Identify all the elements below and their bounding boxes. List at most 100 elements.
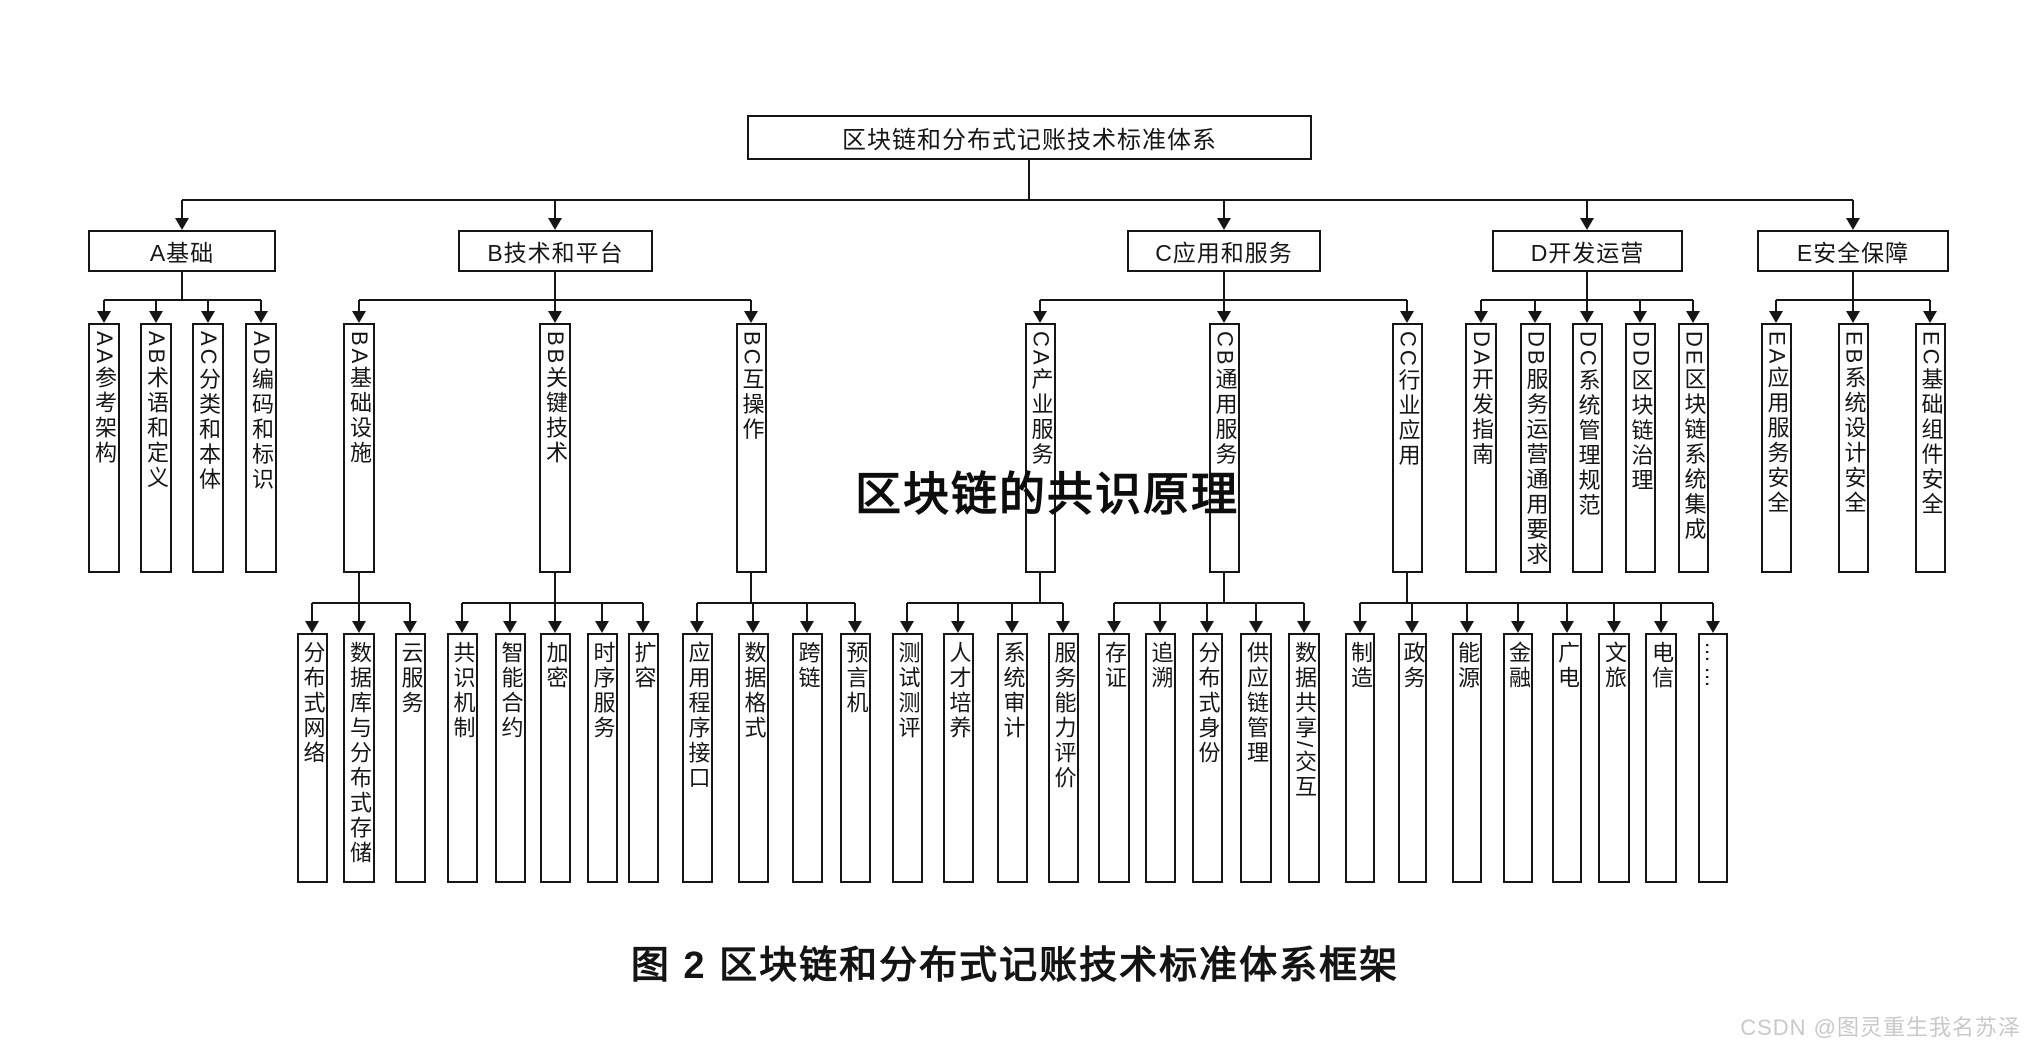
node-ca-item-0-label: 测试测评 bbox=[895, 641, 921, 741]
node-cc-item-2-label: 能源 bbox=[1455, 641, 1480, 691]
node-bb-label: BB关键技术 bbox=[543, 331, 568, 467]
node-b: B技术和平台 bbox=[458, 230, 653, 272]
node-bb-item-4: 扩容 bbox=[628, 633, 659, 883]
node-cb-item-4: 数据共享/交互 bbox=[1288, 633, 1320, 883]
node-bc-item-0: 应用程序接口 bbox=[682, 633, 713, 883]
node-d: D开发运营 bbox=[1492, 230, 1683, 272]
node-ba-item-2-label: 云服务 bbox=[398, 641, 424, 716]
node-ba-label: BA基础设施 bbox=[347, 331, 372, 467]
node-ca: CA产业服务 bbox=[1025, 323, 1056, 573]
node-cc-item-6: 电信 bbox=[1645, 633, 1677, 883]
node-ca-item-1-label: 人才培养 bbox=[946, 641, 972, 741]
node-root: 区块链和分布式记账技术标准体系 bbox=[747, 115, 1312, 160]
node-cb-item-0: 存证 bbox=[1098, 633, 1130, 883]
node-cb: CB通用服务 bbox=[1209, 323, 1240, 573]
node-cc-item-0: 制造 bbox=[1345, 633, 1375, 883]
node-bc-item-0-label: 应用程序接口 bbox=[685, 641, 711, 791]
node-bc-item-3-label: 预言机 bbox=[843, 641, 869, 716]
node-cc-item-0-label: 制造 bbox=[1348, 641, 1373, 691]
figure-caption: 图 2 区块链和分布式记账技术标准体系框架 bbox=[630, 945, 1400, 987]
watermark: CSDN @图灵重生我名苏泽 bbox=[1740, 1015, 2021, 1040]
node-bc-item-2-label: 跨链 bbox=[795, 641, 821, 691]
node-ca-item-2: 系统审计 bbox=[997, 633, 1028, 883]
node-bb-item-0-label: 共识机制 bbox=[450, 641, 476, 741]
node-ec: EC基础组件安全 bbox=[1915, 323, 1946, 573]
node-a: A基础 bbox=[88, 230, 276, 272]
node-ea: EA应用服务安全 bbox=[1761, 323, 1792, 573]
node-db-label: DB服务运营通用要求 bbox=[1523, 331, 1549, 568]
node-cb-item-4-label: 数据共享/交互 bbox=[1292, 641, 1317, 801]
node-cc-item-4-label: 广电 bbox=[1555, 641, 1580, 691]
node-ea-label: EA应用服务安全 bbox=[1764, 331, 1790, 517]
node-cc-item-4: 广电 bbox=[1552, 633, 1582, 883]
node-bc-item-1: 数据格式 bbox=[738, 633, 769, 883]
node-ba-item-0-label: 分布式网络 bbox=[300, 641, 326, 766]
tree-edges bbox=[103, 160, 1931, 623]
node-cc-item-1: 政务 bbox=[1398, 633, 1427, 883]
node-cb-item-2-label: 分布式身份 bbox=[1195, 641, 1221, 766]
overlay-title: 区块链的共识原理 bbox=[855, 468, 1239, 520]
node-ec-label: EC基础组件安全 bbox=[1918, 331, 1944, 518]
node-de: DE区块链系统集成 bbox=[1678, 323, 1709, 573]
node-ad-label: AD编码和标识 bbox=[249, 331, 274, 493]
node-bc-item-3: 预言机 bbox=[840, 633, 871, 883]
node-ac: AC分类和本体 bbox=[192, 323, 224, 573]
node-cc-item-7: …… bbox=[1698, 633, 1728, 883]
node-c: C应用和服务 bbox=[1127, 230, 1321, 272]
node-cc-item-3-label: 金融 bbox=[1506, 641, 1531, 691]
node-ca-item-3-label: 服务能力评价 bbox=[1051, 641, 1077, 791]
node-c-label: C应用和服务 bbox=[1155, 240, 1293, 266]
node-ca-label: CA产业服务 bbox=[1028, 331, 1054, 468]
node-ba-item-2: 云服务 bbox=[395, 633, 426, 883]
node-cb-label: CB通用服务 bbox=[1212, 331, 1238, 468]
node-cc-label: CC行业应用 bbox=[1395, 331, 1421, 469]
node-dd: DD区块链治理 bbox=[1625, 323, 1656, 573]
node-cb-item-2: 分布式身份 bbox=[1192, 633, 1223, 883]
node-dd-label: DD区块链治理 bbox=[1628, 331, 1654, 494]
node-cc-item-2: 能源 bbox=[1452, 633, 1482, 883]
node-ca-item-2-label: 系统审计 bbox=[1000, 641, 1026, 741]
node-cc-item-5: 文旅 bbox=[1598, 633, 1630, 883]
node-b-label: B技术和平台 bbox=[487, 240, 624, 266]
node-cb-item-1: 追溯 bbox=[1145, 633, 1176, 883]
node-cc-item-5-label: 文旅 bbox=[1602, 641, 1627, 691]
node-bb-item-2-label: 加密 bbox=[543, 641, 569, 691]
node-eb-label: EB系统设计安全 bbox=[1841, 331, 1867, 517]
node-ba-item-0: 分布式网络 bbox=[297, 633, 328, 883]
node-cb-item-3-label: 供应链管理 bbox=[1244, 641, 1269, 766]
node-bb-item-4-label: 扩容 bbox=[631, 641, 657, 691]
node-bc-item-2: 跨链 bbox=[792, 633, 823, 883]
node-bb-item-3-label: 时序服务 bbox=[590, 641, 616, 741]
node-bc-label: BC互操作 bbox=[739, 331, 765, 443]
node-ca-item-1: 人才培养 bbox=[943, 633, 974, 883]
node-bc-item-1-label: 数据格式 bbox=[741, 641, 767, 741]
node-a-label: A基础 bbox=[149, 240, 215, 266]
node-e-label: E安全保障 bbox=[1796, 240, 1910, 266]
node-cc-item-7-label: …… bbox=[1701, 641, 1726, 691]
node-ba-item-1-label: 数据库与分布式存储 bbox=[347, 641, 372, 866]
node-ad: AD编码和标识 bbox=[245, 323, 277, 573]
node-ab-label: AB术语和定义 bbox=[144, 331, 169, 492]
node-bb-item-2: 加密 bbox=[540, 633, 571, 883]
node-d-label: D开发运营 bbox=[1530, 240, 1645, 266]
node-dc: DC系统管理规范 bbox=[1572, 323, 1603, 573]
node-cc: CC行业应用 bbox=[1392, 323, 1423, 573]
node-ac-label: AC分类和本体 bbox=[196, 331, 221, 493]
node-bb: BB关键技术 bbox=[539, 323, 571, 573]
node-cc-item-1-label: 政务 bbox=[1400, 641, 1426, 691]
node-e: E安全保障 bbox=[1757, 230, 1949, 272]
node-bb-item-1: 智能合约 bbox=[495, 633, 526, 883]
node-ab: AB术语和定义 bbox=[140, 323, 172, 573]
node-de-label: DE区块链系统集成 bbox=[1681, 331, 1707, 543]
node-cb-item-1-label: 追溯 bbox=[1148, 641, 1174, 691]
node-aa-label: AA参考架构 bbox=[92, 331, 117, 467]
node-cc-item-3: 金融 bbox=[1503, 633, 1533, 883]
node-eb: EB系统设计安全 bbox=[1838, 323, 1869, 573]
node-ca-item-0: 测试测评 bbox=[892, 633, 923, 883]
node-ba: BA基础设施 bbox=[343, 323, 375, 573]
node-cc-item-6-label: 电信 bbox=[1649, 641, 1674, 691]
node-cb-item-3: 供应链管理 bbox=[1240, 633, 1272, 883]
node-bc: BC互操作 bbox=[736, 323, 767, 573]
